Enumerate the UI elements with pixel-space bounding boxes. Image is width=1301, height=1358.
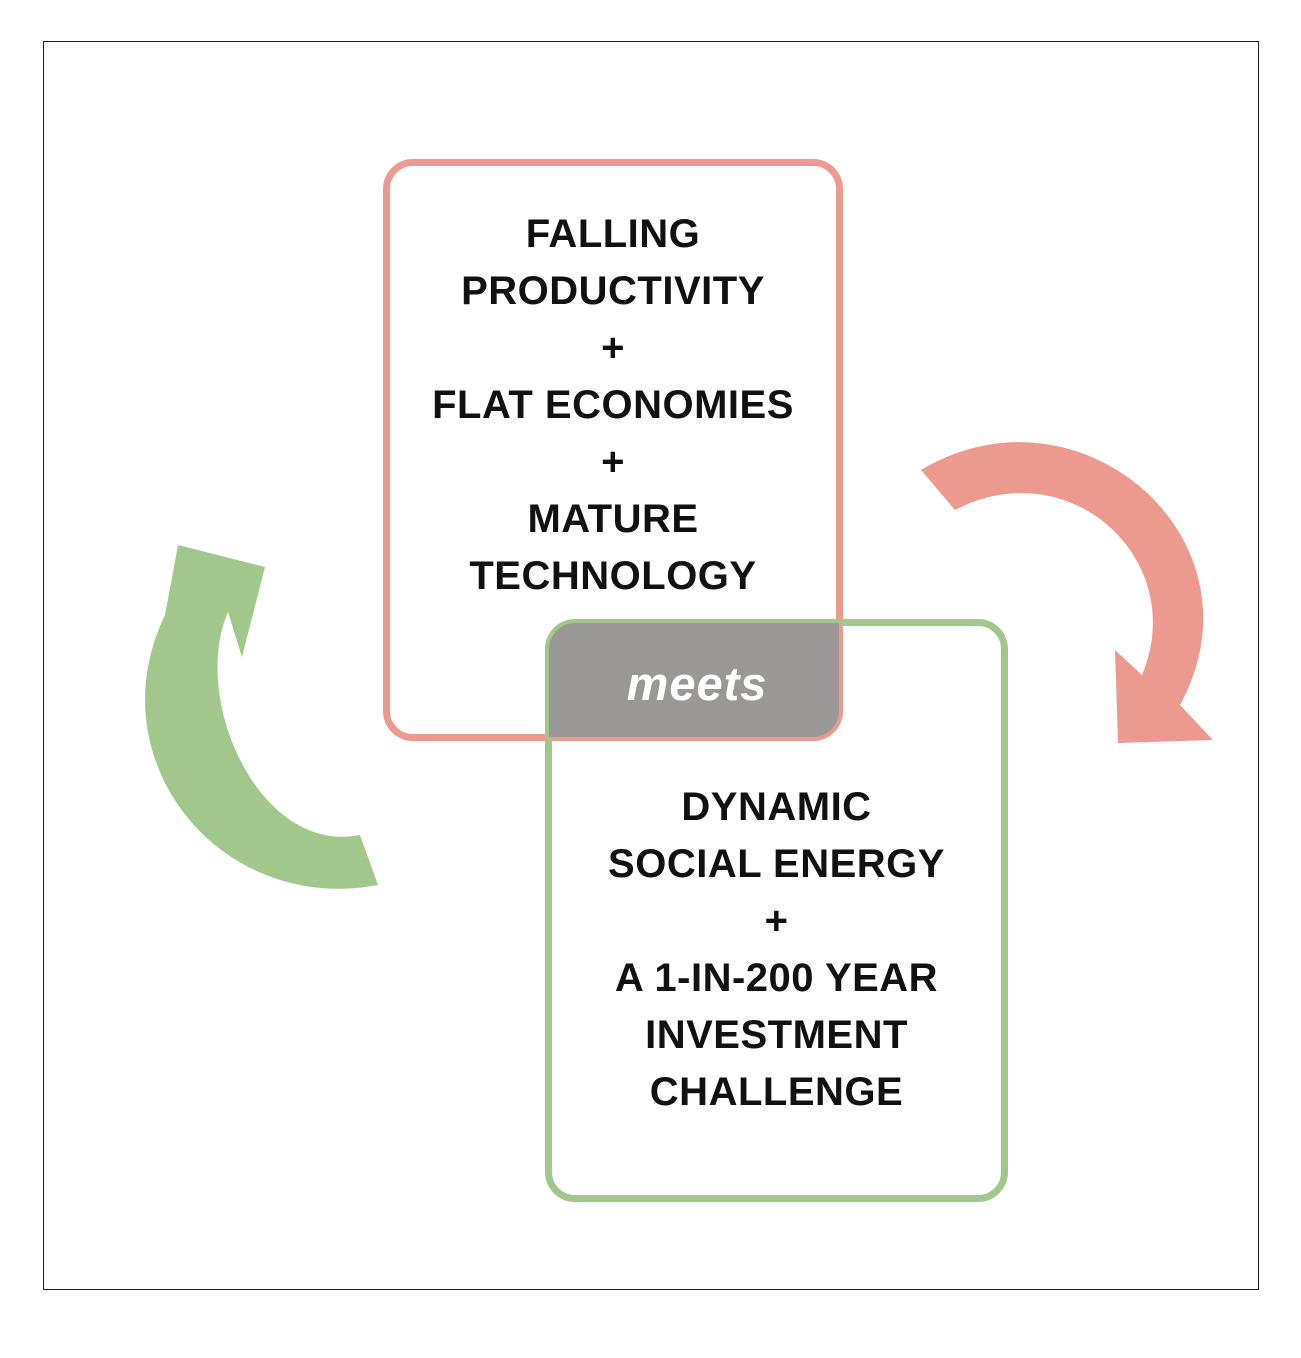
- top-line: FALLING: [525, 212, 701, 256]
- right-curved-arrow-icon: [921, 442, 1213, 743]
- top-plus: +: [601, 326, 625, 370]
- top-line: TECHNOLOGY: [469, 554, 757, 598]
- top-line: MATURE: [527, 497, 699, 541]
- bottom-box: [545, 619, 1008, 1202]
- bottom-plus: +: [764, 899, 789, 943]
- overlap-region: [549, 623, 839, 737]
- meets-label: meets: [626, 657, 768, 710]
- top-plus: +: [601, 440, 625, 484]
- top-box: [383, 159, 843, 741]
- bottom-line: A 1-IN-200 YEAR: [614, 956, 939, 1000]
- diagram-frame: [43, 41, 1259, 1290]
- bottom-line: CHALLENGE: [649, 1070, 904, 1114]
- bottom-line: DYNAMIC: [681, 785, 872, 829]
- bottom-line: INVESTMENT: [645, 1013, 908, 1057]
- bottom-box-text: DYNAMIC SOCIAL ENERGY + A 1-IN-200 YEAR …: [545, 779, 1008, 1121]
- top-line: FLAT ECONOMIES: [432, 383, 794, 427]
- top-box-text: FALLING PRODUCTIVITY + FLAT ECONOMIES + …: [383, 206, 843, 605]
- left-curved-arrow-icon: [145, 545, 378, 889]
- bottom-line: SOCIAL ENERGY: [608, 842, 945, 886]
- top-line: PRODUCTIVITY: [461, 269, 765, 313]
